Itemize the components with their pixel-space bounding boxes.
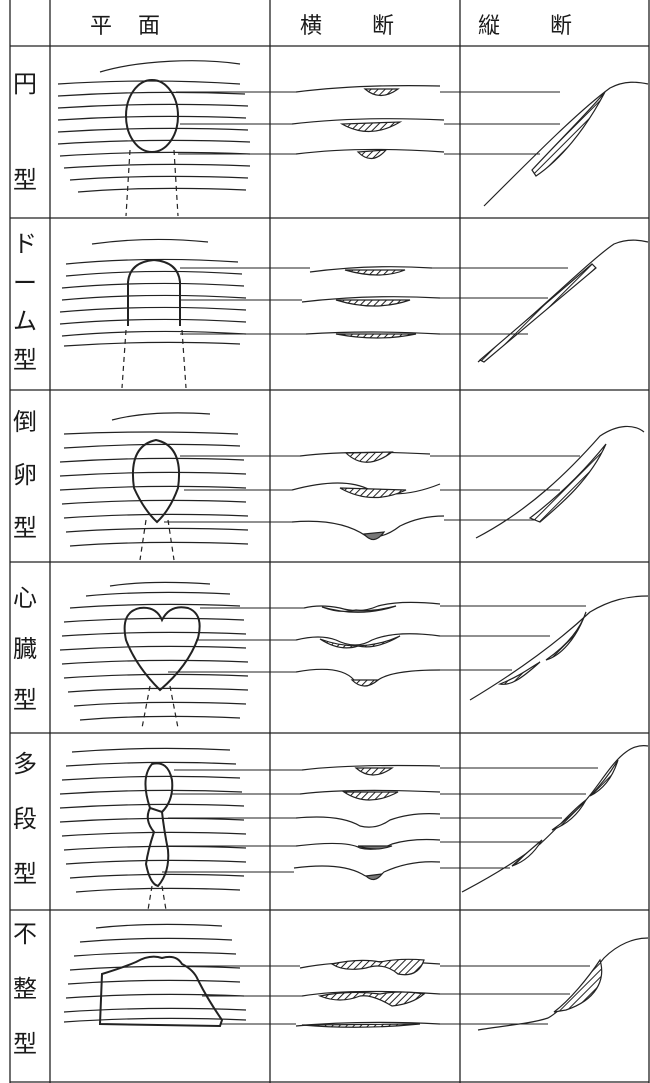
row-label-inverted-egg: 倒 卵 型	[8, 410, 42, 540]
label-char: 型	[13, 688, 37, 712]
label-char: 型	[13, 1032, 37, 1056]
plan-view-inverted-egg	[60, 413, 248, 560]
row-irregular	[64, 924, 648, 1030]
row-multi-stage	[60, 746, 648, 910]
plan-view-heart	[60, 582, 248, 728]
header-plan: 平 面	[90, 4, 162, 44]
row-inverted-egg	[60, 413, 644, 560]
plan-view-irregular	[64, 924, 246, 1026]
label-char: 多	[13, 752, 37, 776]
plan-view-dome	[60, 239, 246, 388]
label-char: 整	[13, 977, 37, 1001]
header-transverse: 横 断	[300, 4, 396, 44]
row-label-heart: 心 臓 型	[8, 586, 42, 712]
row-dome	[60, 239, 648, 388]
row-heart	[60, 582, 648, 728]
leader-lines-heart	[168, 606, 586, 672]
label-char: ム	[13, 309, 37, 333]
label-char: 型	[13, 348, 37, 372]
transverse-view-circle	[292, 86, 444, 159]
transverse-view-inverted-egg	[292, 452, 444, 540]
header-longitudinal: 縦 断	[478, 4, 574, 44]
longitudinal-view-circle	[484, 82, 648, 206]
label-char: 卵	[13, 463, 37, 487]
transverse-view-irregular	[296, 959, 440, 1027]
label-char: 倒	[13, 410, 37, 434]
transverse-view-multi-stage	[294, 766, 440, 880]
row-label-dome: ド ー ム 型	[8, 232, 42, 372]
row-label-irregular: 不 整 型	[8, 922, 42, 1056]
transverse-view-heart	[296, 602, 440, 686]
label-char: 心	[13, 586, 37, 610]
label-char: 段	[13, 807, 37, 831]
row-circle	[58, 61, 648, 216]
longitudinal-view-inverted-egg	[476, 426, 644, 538]
transverse-view-dome	[302, 267, 440, 338]
label-char: 不	[13, 922, 37, 946]
label-char: 型	[13, 862, 37, 886]
leader-lines-multi-stage	[162, 768, 598, 872]
label-char: 型	[13, 168, 37, 192]
label-char: 臓	[13, 637, 37, 661]
row-label-multi-stage: 多 段 型	[8, 752, 42, 886]
longitudinal-view-heart	[470, 596, 648, 700]
longitudinal-view-dome	[478, 240, 648, 362]
label-char: ド	[13, 232, 37, 256]
plan-view-multi-stage	[60, 748, 246, 910]
label-char: 円	[13, 72, 37, 96]
longitudinal-view-irregular	[478, 938, 648, 1030]
label-char: 型	[13, 516, 37, 540]
plan-view-circle	[58, 61, 250, 216]
row-label-circle: 円 型	[8, 72, 42, 192]
label-char: ー	[13, 271, 37, 295]
